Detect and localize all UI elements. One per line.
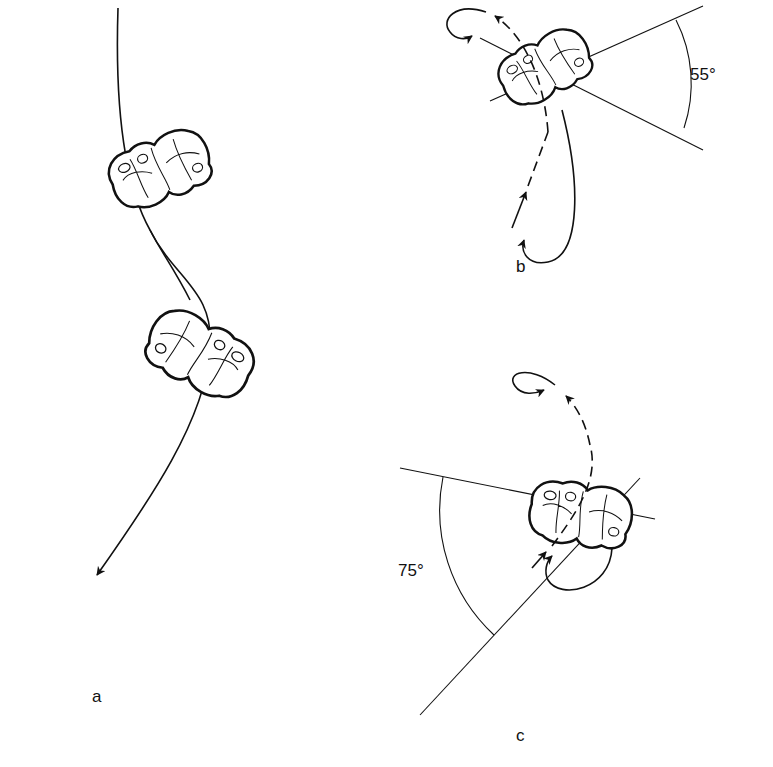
molar — [526, 476, 636, 552]
movement-path — [447, 9, 575, 263]
reference-line — [480, 6, 703, 150]
panel-letter: a — [92, 688, 101, 705]
reference-line — [400, 468, 655, 715]
angle-arc — [676, 20, 691, 128]
panel-letter: c — [516, 727, 525, 744]
panel-letter: b — [516, 258, 525, 275]
molar — [491, 20, 601, 115]
angle-label: 75° — [398, 562, 424, 579]
molar-upper — [101, 121, 219, 217]
angle-label: 55° — [690, 66, 716, 83]
movement-path — [150, 230, 190, 300]
molar-lower — [136, 300, 262, 409]
angle-arc — [440, 477, 494, 635]
movement-path — [97, 8, 210, 575]
movement-path — [513, 373, 612, 590]
